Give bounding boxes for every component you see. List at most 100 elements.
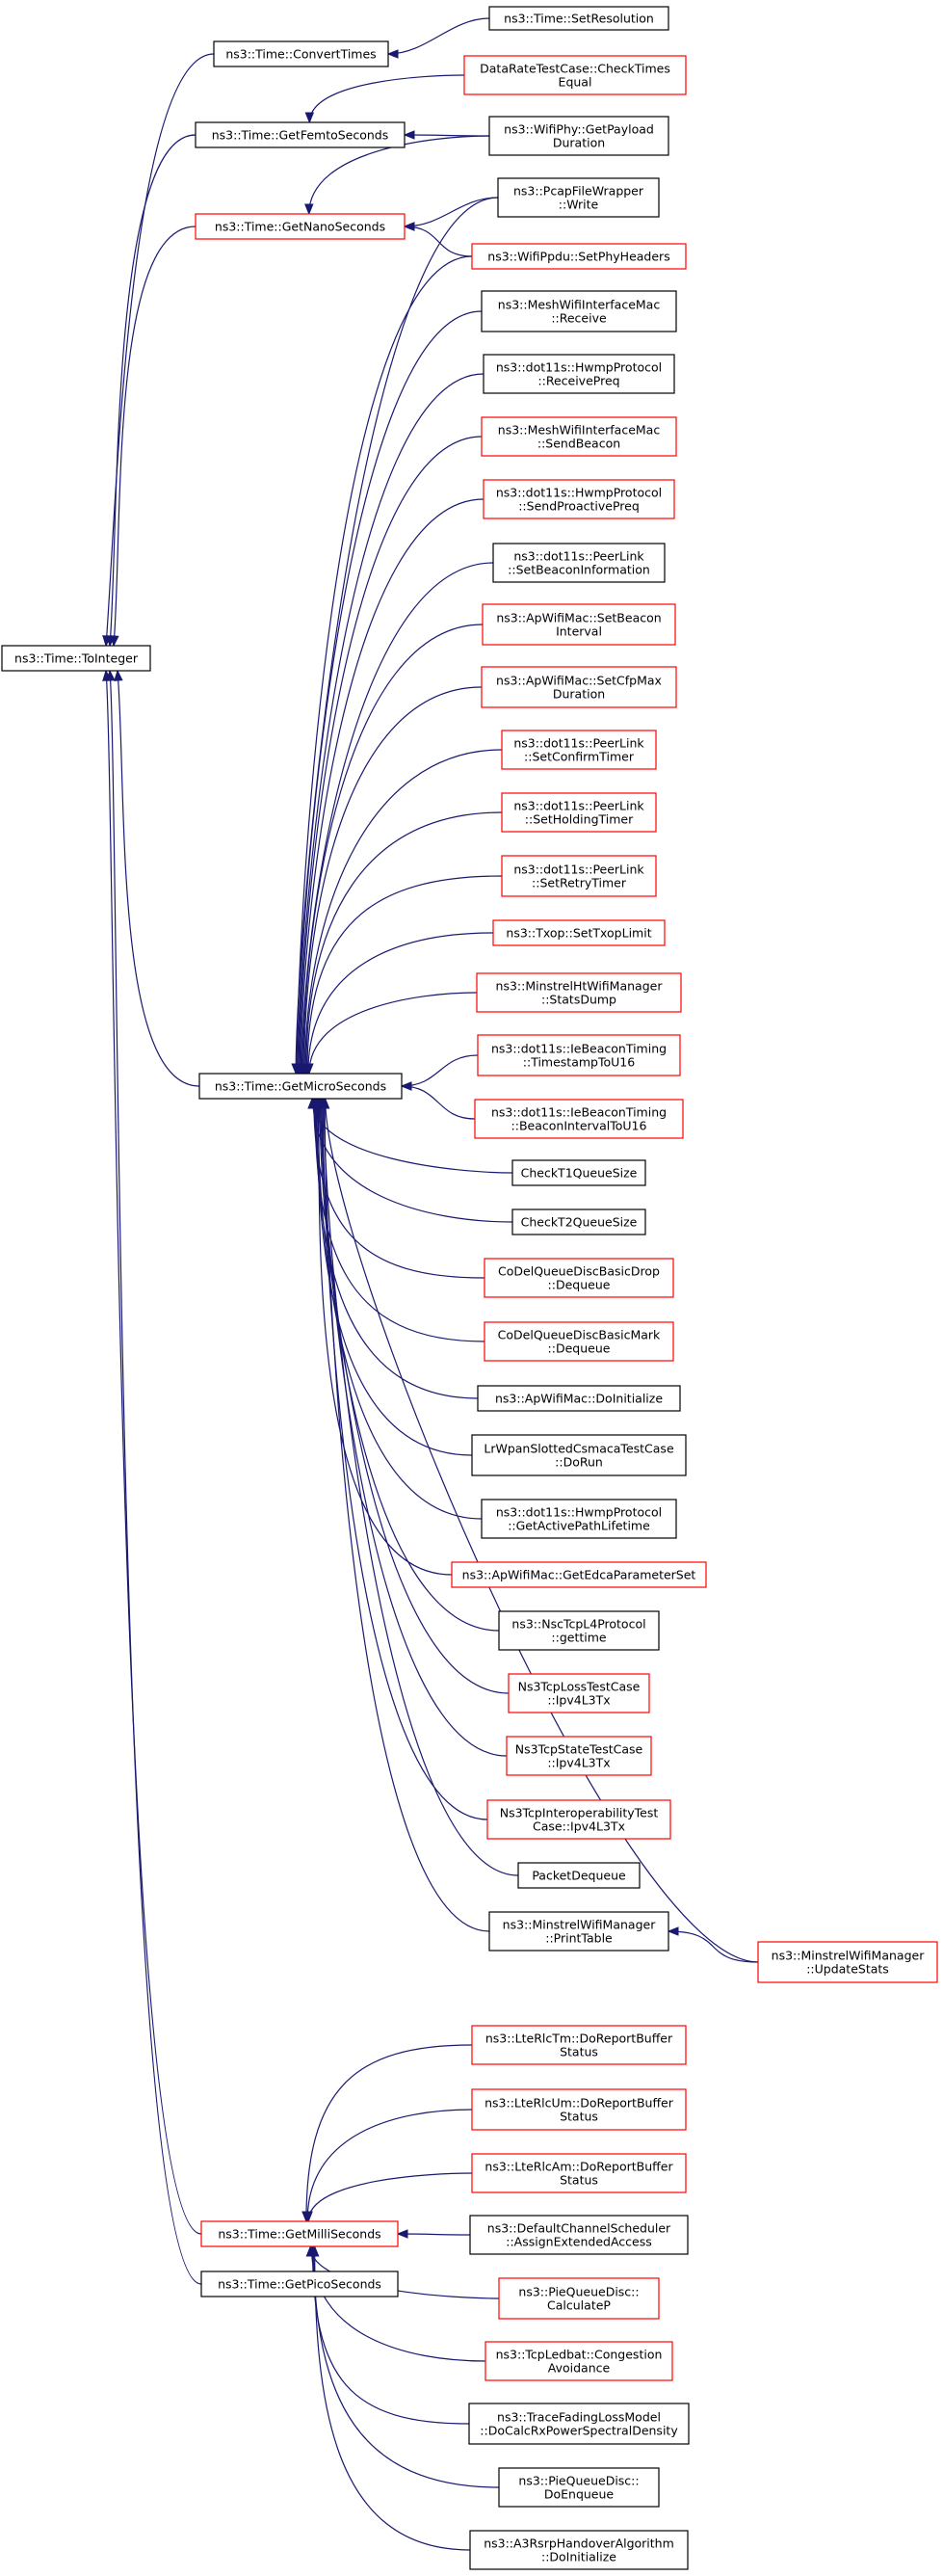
edge-tmrbuf-to-milli <box>301 2044 473 2223</box>
node-setres[interactable]: ns3::Time::SetResolution <box>488 6 669 31</box>
node-femto[interactable]: ns3::Time::GetFemtoSeconds <box>195 121 406 148</box>
node-box <box>498 2277 660 2320</box>
node-label: ns3::Time::ToInteger <box>14 651 139 666</box>
node-pcap[interactable]: ns3::PcapFileWrapper::Write <box>497 177 660 218</box>
node-label: LrWpanSlottedCsmacaTestCase <box>484 1442 674 1456</box>
node-ts16[interactable]: ns3::dot11s::IeBeaconTiming::TimestampTo… <box>477 1034 681 1076</box>
node-box <box>471 1434 687 1476</box>
node-box <box>471 243 687 270</box>
node-tcploss[interactable]: Ns3TcpLossTestCase::Ipv4L3Tx <box>508 1673 650 1713</box>
edge-line <box>299 436 483 1075</box>
node-meshbeacon[interactable]: ns3::MeshWifiInterfaceMac::SendBeacon <box>481 416 677 457</box>
edge-drtest-to-femto <box>304 74 465 124</box>
node-nano[interactable]: ns3::Time::GetNanoSeconds <box>195 213 406 240</box>
node-label: Equal <box>559 75 592 90</box>
node-toint: ns3::Time::ToInteger <box>1 645 151 672</box>
node-box <box>469 2215 689 2255</box>
node-holding[interactable]: ns3::dot11s::PeerLink::SetHoldingTimer <box>501 792 657 833</box>
node-label: ::DoCalcRxPowerSpectralDensity <box>480 2424 678 2438</box>
edge-meshbeacon-to-micro <box>295 436 483 1076</box>
node-label: ::Write <box>559 198 599 212</box>
arrowhead <box>304 1063 314 1076</box>
node-updstats[interactable]: ns3::MinstrelWifiManager::UpdateStats <box>757 1941 938 1983</box>
node-label: Interval <box>556 624 602 639</box>
node-confirm[interactable]: ns3::dot11s::PeerLink::SetConfirmTimer <box>501 730 657 770</box>
node-label: ns3::WifiPpdu::SetPhyHeaders <box>487 250 669 264</box>
node-ct2[interactable]: CheckT2QueueSize <box>511 1208 646 1235</box>
node-label: ns3::dot11s::PeerLink <box>513 736 644 751</box>
node-label: ns3::LteRlcTm::DoReportBuffer <box>485 2032 673 2046</box>
node-label: ns3::dot11s::HwmpProtocol <box>496 486 662 500</box>
node-retry[interactable]: ns3::dot11s::PeerLink::SetRetryTimer <box>501 855 657 897</box>
node-lrwpan[interactable]: LrWpanSlottedCsmacaTestCase::DoRun <box>471 1434 687 1476</box>
node-box <box>511 1159 646 1186</box>
edge-line <box>296 255 473 1075</box>
node-statsdump[interactable]: ns3::MinstrelHtWifiManager::StatsDump <box>476 972 682 1013</box>
node-label: ::gettime <box>551 1631 606 1645</box>
node-meshrecv[interactable]: ns3::MeshWifiInterfaceMac::Receive <box>481 290 677 332</box>
edge-line <box>404 226 473 257</box>
edge-confirm-to-micro <box>300 749 503 1076</box>
node-label: ::SetBeaconInformation <box>508 563 650 577</box>
node-micro[interactable]: ns3::Time::GetMicroSeconds <box>198 1073 403 1100</box>
node-pico[interactable]: ns3::Time::GetPicoSeconds <box>200 2271 399 2297</box>
node-label: ns3::Time::GetPicoSeconds <box>218 2277 381 2292</box>
node-box <box>498 2467 660 2508</box>
node-box <box>483 354 675 394</box>
node-box <box>492 543 666 583</box>
node-bi16[interactable]: ns3::dot11s::IeBeaconTiming::BeaconInter… <box>474 1099 684 1139</box>
node-tcpstate[interactable]: Ns3TcpStateTestCase::Ipv4L3Tx <box>506 1736 652 1776</box>
node-box <box>468 2403 690 2445</box>
node-doinit[interactable]: ns3::ApWifiMac::DoInitialize <box>477 1385 681 1412</box>
node-label: DoEnqueue <box>544 2487 615 2502</box>
edge-line <box>303 686 483 1075</box>
node-box <box>488 6 669 31</box>
node-fading[interactable]: ns3::TraceFadingLossModel::DoCalcRxPower… <box>468 2403 690 2445</box>
node-label: ns3::Time::GetMilliSeconds <box>218 2227 380 2242</box>
node-codelmark[interactable]: CoDelQueueDiscBasicMark::Dequeue <box>484 1321 674 1362</box>
node-hwmppreq[interactable]: ns3::dot11s::HwmpProtocol::ReceivePreq <box>483 354 675 394</box>
node-phyhdr[interactable]: ns3::WifiPpdu::SetPhyHeaders <box>471 243 687 270</box>
node-ct1[interactable]: CheckT1QueueSize <box>511 1159 646 1186</box>
node-codeldrop[interactable]: CoDelQueueDiscBasicDrop::Dequeue <box>484 1258 674 1298</box>
node-a3rsrp[interactable]: ns3::A3RsrpHandoverAlgorithm::DoInitiali… <box>469 2530 689 2570</box>
node-label: ns3::NscTcpL4Protocol <box>511 1617 645 1632</box>
node-pieenq[interactable]: ns3::PieQueueDisc::DoEnqueue <box>498 2467 660 2508</box>
edge-line <box>304 749 503 1075</box>
node-edca[interactable]: ns3::ApWifiMac::GetEdcaParameterSet <box>451 1561 707 1588</box>
edge-line <box>305 811 503 1075</box>
node-label: Status <box>560 2045 598 2059</box>
edge-activepath-to-micro <box>313 1097 483 1520</box>
node-beaconinfo[interactable]: ns3::dot11s::PeerLink::SetBeaconInformat… <box>492 543 666 583</box>
node-convert[interactable]: ns3::Time::ConvertTimes <box>213 40 389 67</box>
node-proactive[interactable]: ns3::dot11s::HwmpProtocol::SendProactive… <box>483 479 675 519</box>
node-label: Ns3TcpStateTestCase <box>515 1742 643 1757</box>
node-milli[interactable]: ns3::Time::GetMilliSeconds <box>200 2220 399 2247</box>
node-box <box>481 290 677 332</box>
node-pktdeq[interactable]: PacketDequeue <box>517 1862 641 1889</box>
node-box <box>483 479 675 519</box>
node-txop[interactable]: ns3::Txop::SetTxopLimit <box>492 919 666 946</box>
node-nsctcp[interactable]: ns3::NscTcpL4Protocol::gettime <box>498 1610 660 1651</box>
node-activepath[interactable]: ns3::dot11s::HwmpProtocol::GetActivePath… <box>481 1499 677 1539</box>
node-label: ::Ipv4L3Tx <box>547 1756 610 1770</box>
edge-doinit-to-micro <box>311 1097 479 1399</box>
edge-txop-to-micro <box>303 932 494 1076</box>
edge-line <box>317 1098 483 1520</box>
node-piecalc[interactable]: ns3::PieQueueDisc::CalculateP <box>498 2277 660 2320</box>
arrowhead <box>320 1097 330 1109</box>
node-label: ns3::DefaultChannelScheduler <box>487 2221 671 2236</box>
node-defsched[interactable]: ns3::DefaultChannelScheduler::AssignExte… <box>469 2215 689 2255</box>
node-printtable[interactable]: ns3::MinstrelWifiManager::PrintTable <box>488 1911 669 1952</box>
node-label: ns3::dot11s::PeerLink <box>513 549 644 564</box>
edge-line <box>109 134 196 647</box>
